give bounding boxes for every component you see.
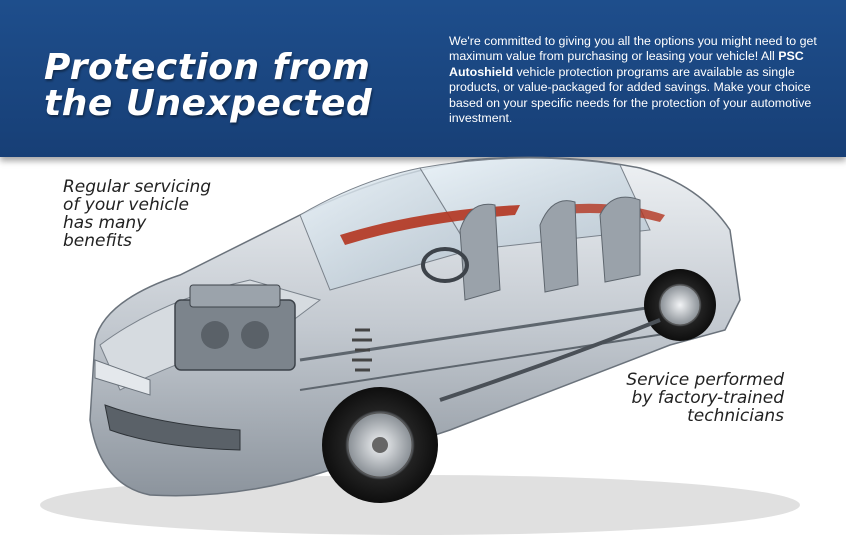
callout-regular-servicing: Regular servicing of your vehicle has ma…	[63, 178, 253, 250]
intro-text-end: vehicle protection programs are availabl…	[449, 64, 812, 126]
headline-line-2: the Unexpected	[44, 83, 373, 124]
brand-name: PSC Autoshield	[449, 49, 804, 79]
callout-factory-trained: Service performed by factory-trained tec…	[560, 371, 784, 425]
callout-right-line-2: by factory-trained	[631, 388, 784, 408]
page-headline: Protection from the Unexpected	[44, 50, 424, 122]
callout-left-line-1: Regular servicing	[63, 177, 212, 197]
intro-paragraph: We're committed to giving you all the op…	[449, 34, 821, 126]
callout-right-line-1: Service performed	[626, 370, 784, 390]
callout-left-line-3: has many	[63, 213, 147, 233]
headline-line-1: Protection from	[44, 47, 371, 88]
car-cutaway-illustration	[40, 156, 800, 535]
header-banner: Protection from the Unexpected We're com…	[0, 0, 846, 157]
callout-left-line-2: of your vehicle	[63, 195, 189, 215]
callout-right-line-3: technicians	[687, 406, 784, 426]
intro-text-start: We're committed to giving you all the op…	[449, 34, 817, 64]
callout-left-line-4: benefits	[63, 231, 132, 251]
